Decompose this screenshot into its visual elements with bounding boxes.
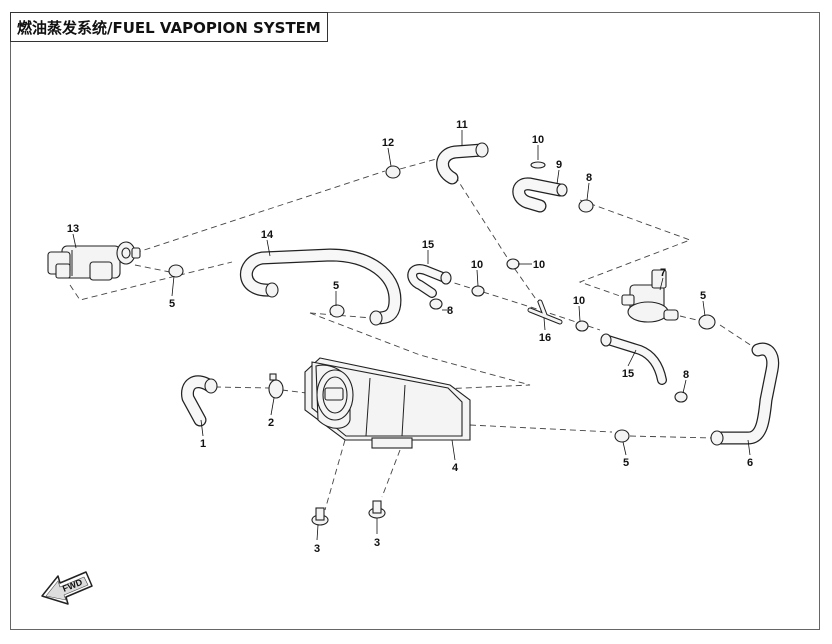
callout-labels: 13 14 5 5 12 11 10 9 8 15 10 10 10 16 8 … [67, 119, 753, 555]
fwd-arrow-icon: FWD [41, 571, 93, 605]
callout-10b: 10 [533, 259, 545, 271]
callout-6: 6 [747, 457, 753, 469]
clamp-5b [329, 304, 345, 318]
callout-10d: 10 [573, 295, 585, 307]
screw-3b [368, 500, 386, 519]
clamp-5d [614, 429, 630, 443]
callout-15a: 15 [422, 239, 434, 251]
callout-13: 13 [67, 223, 79, 235]
drawing-frame [10, 12, 820, 630]
clamp-8c [674, 391, 688, 403]
clamp-10d [575, 320, 589, 332]
callout-5c: 5 [700, 290, 706, 302]
callout-10a: 10 [532, 134, 544, 146]
callout-12: 12 [382, 137, 394, 149]
callout-2: 2 [268, 417, 274, 429]
callout-8b: 8 [447, 305, 453, 317]
clamp-12 [385, 165, 401, 179]
callout-8c: 8 [683, 369, 689, 381]
clamp-2 [268, 373, 284, 399]
clamp-10c [471, 285, 485, 297]
leader-lines [72, 130, 751, 541]
clamp-5a [168, 264, 184, 278]
callout-1: 1 [200, 438, 206, 450]
callout-9: 9 [556, 159, 562, 171]
callout-7: 7 [660, 267, 666, 279]
callout-3a: 3 [314, 543, 320, 555]
hose-11 [436, 142, 489, 185]
clamp-5c [698, 314, 716, 330]
t-fitting-16 [527, 299, 563, 325]
hose-6 [710, 342, 780, 446]
callout-16: 16 [539, 332, 551, 344]
clamp-8b [429, 298, 443, 310]
callout-5a: 5 [169, 298, 175, 310]
callout-5d: 5 [623, 457, 629, 469]
clamp-8a [578, 199, 594, 213]
clamp-10a [530, 161, 546, 169]
callout-4: 4 [452, 462, 459, 474]
solenoid-valve-13 [47, 241, 141, 281]
hose-1 [181, 375, 218, 427]
hose-9 [512, 177, 568, 213]
callout-10c: 10 [471, 259, 483, 271]
assembly-dashed-lines [69, 157, 759, 511]
hose-15-lower [600, 333, 667, 385]
charcoal-canister-4 [304, 357, 471, 449]
callout-14: 14 [261, 229, 274, 241]
purge-valve-7 [621, 269, 679, 323]
callout-15b: 15 [622, 368, 634, 380]
callout-8a: 8 [586, 172, 592, 184]
callout-3b: 3 [374, 537, 380, 549]
callout-11: 11 [456, 119, 468, 131]
diagram-title: 燃油蒸发系统/FUEL VAPOPION SYSTEM [10, 12, 328, 42]
screw-3a [311, 507, 329, 526]
clamp-10b [506, 258, 520, 270]
hose-14 [240, 248, 402, 326]
hose-15-upper [407, 264, 452, 298]
callout-5b: 5 [333, 280, 339, 292]
